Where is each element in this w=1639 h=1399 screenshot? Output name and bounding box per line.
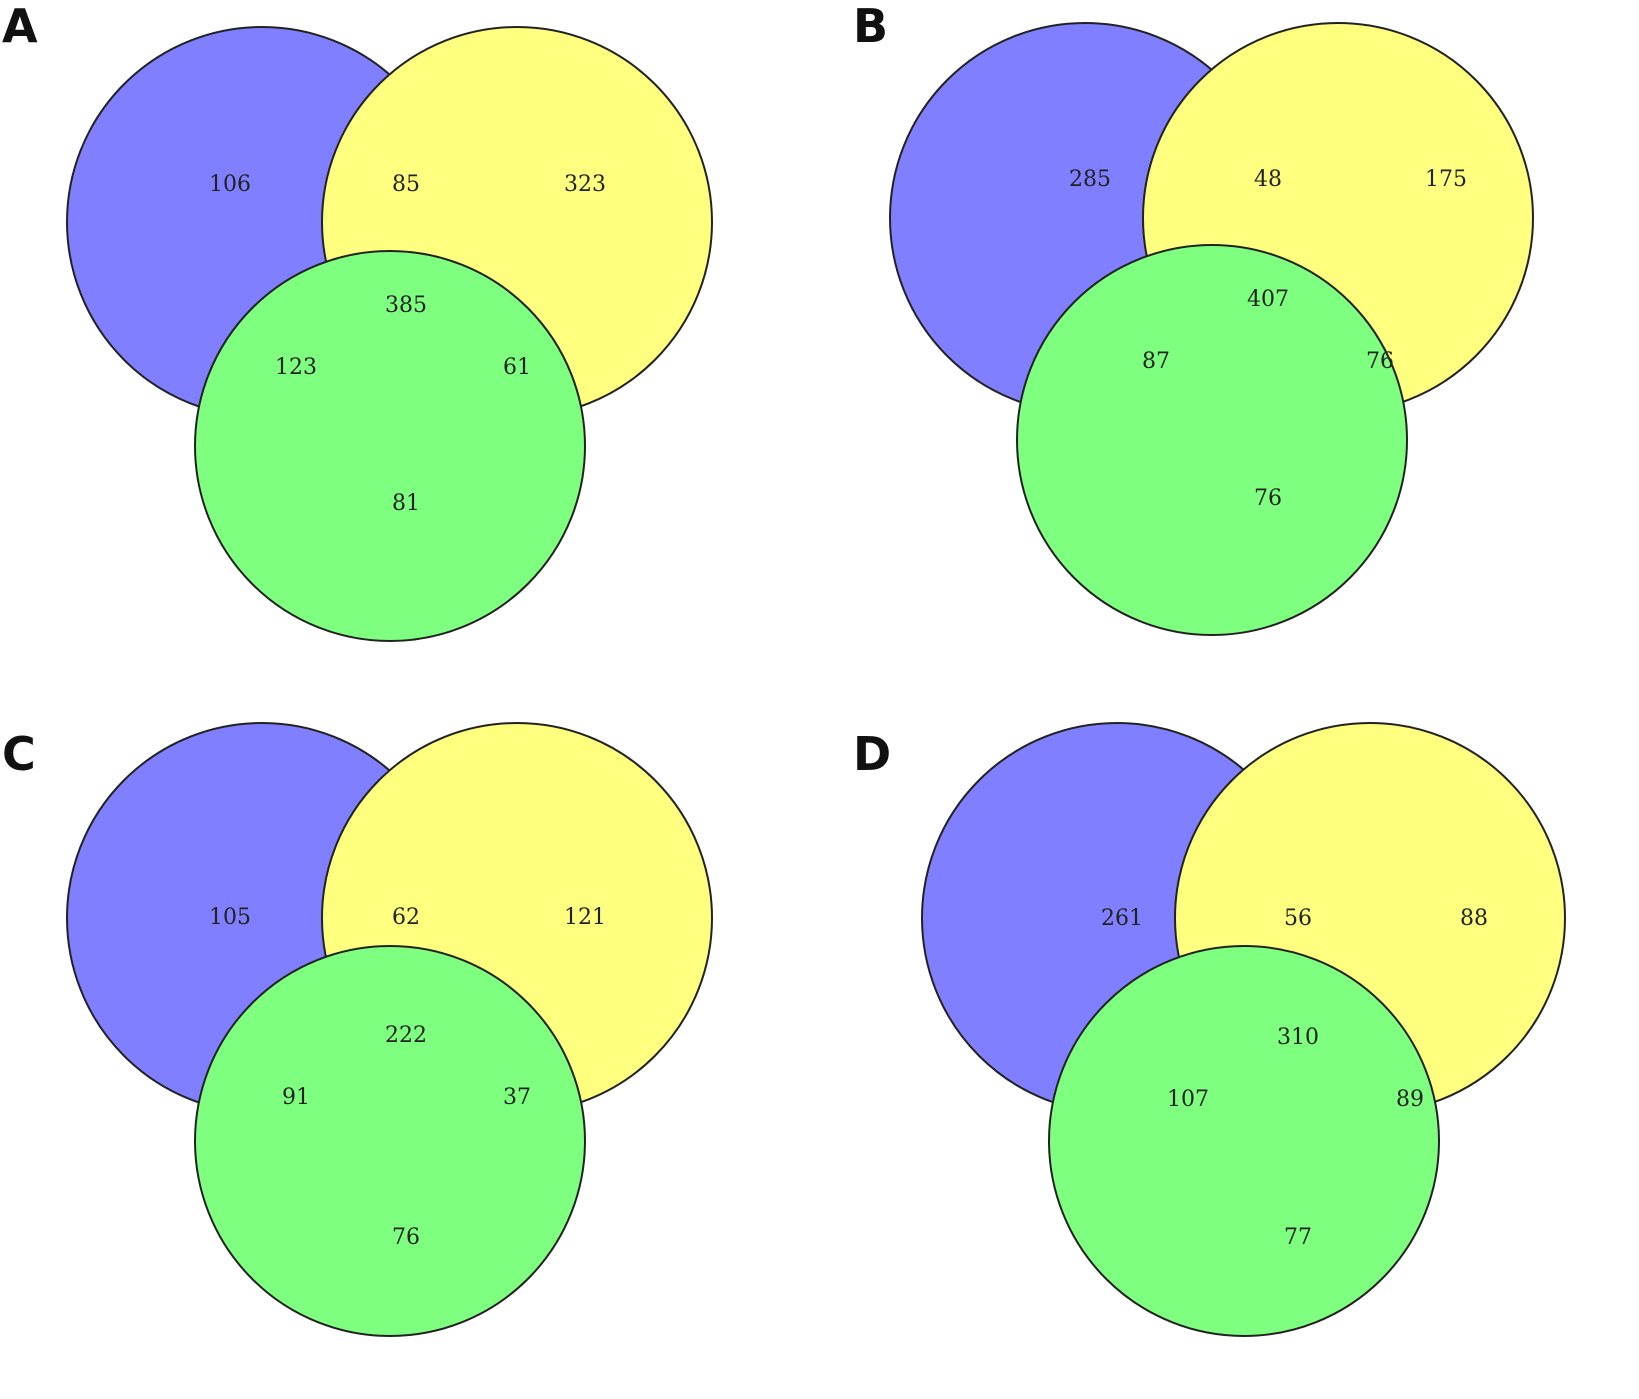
count-blue-yellow: 62 bbox=[392, 905, 420, 930]
count-blue-green: 107 bbox=[1167, 1087, 1209, 1112]
count-blue-only: 285 bbox=[1069, 167, 1111, 192]
green-set-circle bbox=[1016, 244, 1408, 636]
count-yellow-green: 89 bbox=[1396, 1087, 1424, 1112]
panel-label: C bbox=[2, 727, 36, 781]
venn-panel-b: B 285 48 175 407 87 76 76 bbox=[853, 0, 1534, 636]
count-yellow-green: 61 bbox=[503, 355, 531, 380]
green-set-circle bbox=[194, 945, 586, 1337]
count-blue-green: 123 bbox=[275, 355, 317, 380]
venn-panel-a: A 106 85 323 385 123 61 81 bbox=[2, 0, 713, 642]
count-blue-only: 106 bbox=[209, 172, 251, 197]
count-blue-only: 261 bbox=[1101, 906, 1143, 931]
count-yellow-only: 323 bbox=[564, 172, 606, 197]
count-blue-green: 91 bbox=[282, 1085, 310, 1110]
panel-label: A bbox=[2, 0, 38, 53]
count-yellow-green: 76 bbox=[1366, 349, 1394, 374]
count-green-only: 76 bbox=[1254, 486, 1282, 511]
green-set-circle bbox=[1048, 945, 1440, 1337]
count-green-only: 76 bbox=[392, 1225, 420, 1250]
venn-panel-d: D 261 56 88 310 107 89 77 bbox=[853, 722, 1566, 1337]
count-blue-yellow: 56 bbox=[1284, 906, 1312, 931]
count-blue-yellow: 85 bbox=[392, 172, 420, 197]
green-set-circle bbox=[194, 250, 586, 642]
count-all-three: 310 bbox=[1277, 1025, 1319, 1050]
count-blue-green: 87 bbox=[1142, 349, 1170, 374]
count-all-three: 407 bbox=[1247, 287, 1289, 312]
count-green-only: 81 bbox=[392, 491, 420, 516]
count-yellow-green: 37 bbox=[503, 1085, 531, 1110]
panel-label: B bbox=[853, 0, 888, 53]
venn-panel-c: C 105 62 121 222 91 37 76 bbox=[2, 722, 713, 1337]
count-all-three: 222 bbox=[385, 1023, 427, 1048]
count-yellow-only: 88 bbox=[1460, 906, 1488, 931]
count-green-only: 77 bbox=[1284, 1225, 1312, 1250]
count-yellow-only: 121 bbox=[564, 905, 606, 930]
count-blue-yellow: 48 bbox=[1254, 167, 1282, 192]
panel-label: D bbox=[853, 727, 891, 781]
count-all-three: 385 bbox=[385, 293, 427, 318]
count-blue-only: 105 bbox=[209, 905, 251, 930]
count-yellow-only: 175 bbox=[1425, 167, 1467, 192]
